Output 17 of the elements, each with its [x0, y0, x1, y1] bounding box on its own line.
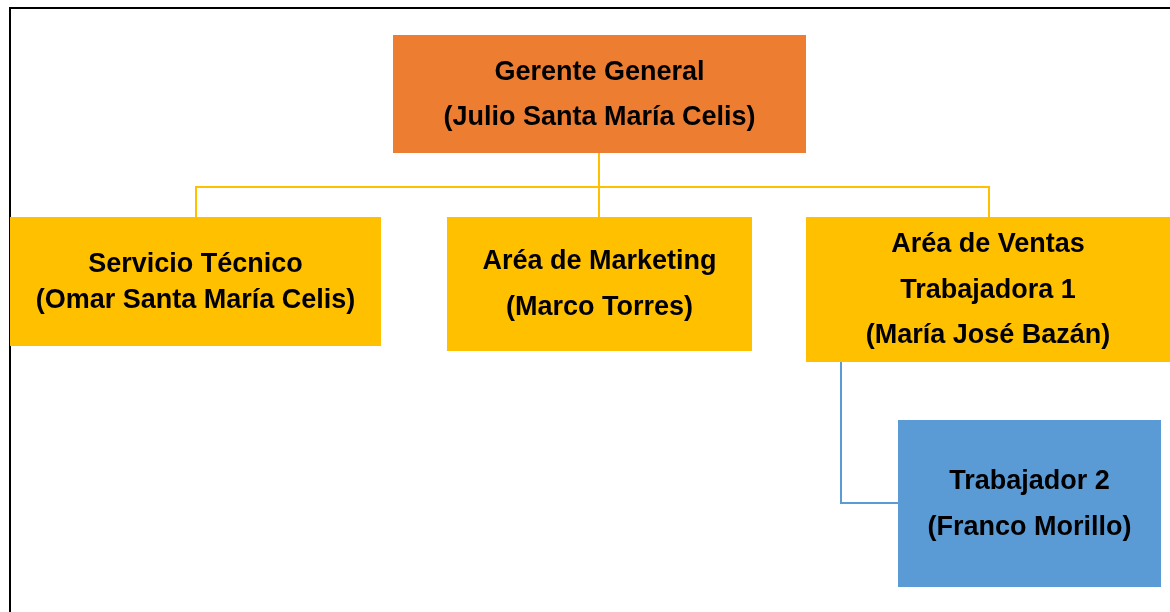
connector-line — [840, 361, 899, 504]
role-title: Gerente General — [494, 55, 705, 89]
person-name: (María José Bazán) — [865, 318, 1111, 352]
role-title: Aréa de Marketing — [482, 244, 717, 278]
person-name: (Julio Santa María Celis) — [443, 100, 756, 133]
person-name: (Omar Santa María Celis) — [35, 282, 356, 316]
org-box — [393, 35, 806, 153]
person-name: (Marco Torres) — [505, 290, 693, 323]
role-title: Aréa de Ventas — [891, 226, 1085, 260]
org-box — [898, 420, 1161, 587]
person-name: Trabajadora 1 — [900, 272, 1076, 306]
org-box — [447, 217, 752, 351]
role-title: Trabajador 2 — [949, 463, 1110, 497]
role-title: Servicio Técnico — [88, 247, 303, 281]
org-box — [10, 217, 381, 346]
org-box — [806, 217, 1170, 362]
person-name: (Franco Morillo) — [927, 509, 1132, 543]
